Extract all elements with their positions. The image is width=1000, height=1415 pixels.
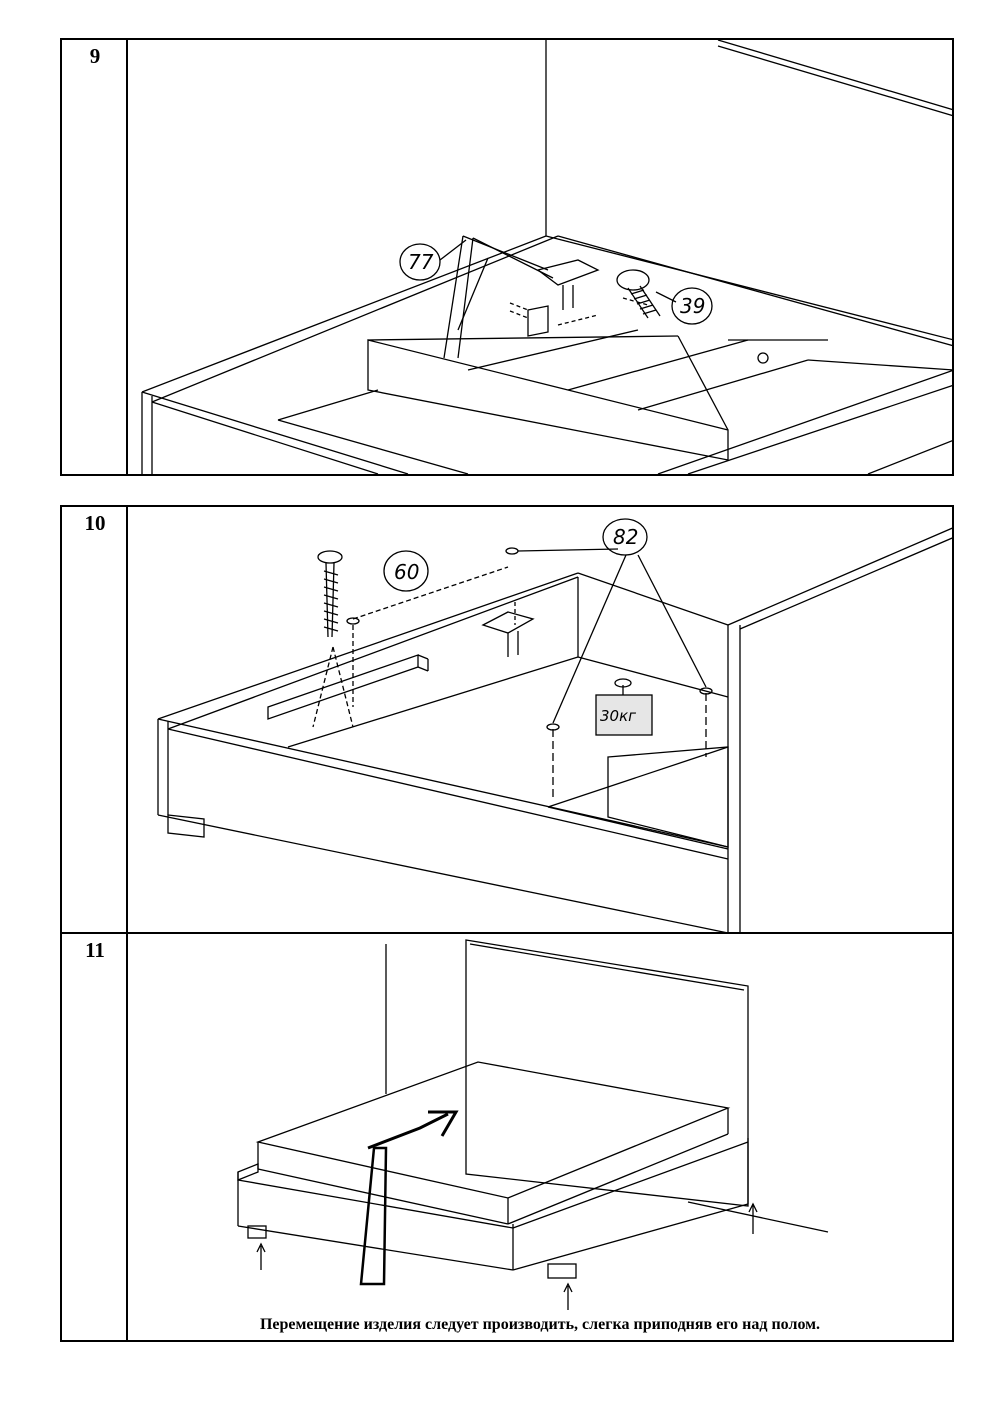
step-11-drawing: Перемещение изделия следует производить,… — [128, 934, 952, 1340]
bed-frame-support-illustration: 60 82 30кг — [157, 518, 952, 933]
callout-77-label: 77 — [408, 250, 434, 274]
step-number: 10 — [84, 511, 106, 535]
bed-moving-instruction-illustration — [237, 939, 829, 1310]
weight-30kg-label: 30кг — [600, 707, 636, 725]
bed-base-lift-mechanism-illustration: 77 39 — [141, 40, 952, 474]
step-number: 9 — [89, 44, 101, 68]
step-number: 11 — [85, 938, 105, 962]
step-number-column: 9 — [62, 40, 128, 474]
step-10-drawing: 60 82 30кг — [128, 507, 952, 933]
step-11-panel: 11 — [60, 932, 954, 1342]
moving-instruction-caption: Перемещение изделия следует производить,… — [259, 1316, 821, 1333]
step-9-panel: 9 — [60, 38, 954, 476]
step-10-panel: 10 — [60, 505, 954, 935]
step-number-column: 10 — [62, 507, 128, 933]
step-number-column: 11 — [62, 934, 128, 1340]
callout-82-label: 82 — [613, 525, 638, 549]
callout-60-label: 60 — [394, 560, 419, 584]
step-9-drawing: 77 39 — [128, 40, 952, 474]
callout-39-label: 39 — [680, 294, 705, 318]
